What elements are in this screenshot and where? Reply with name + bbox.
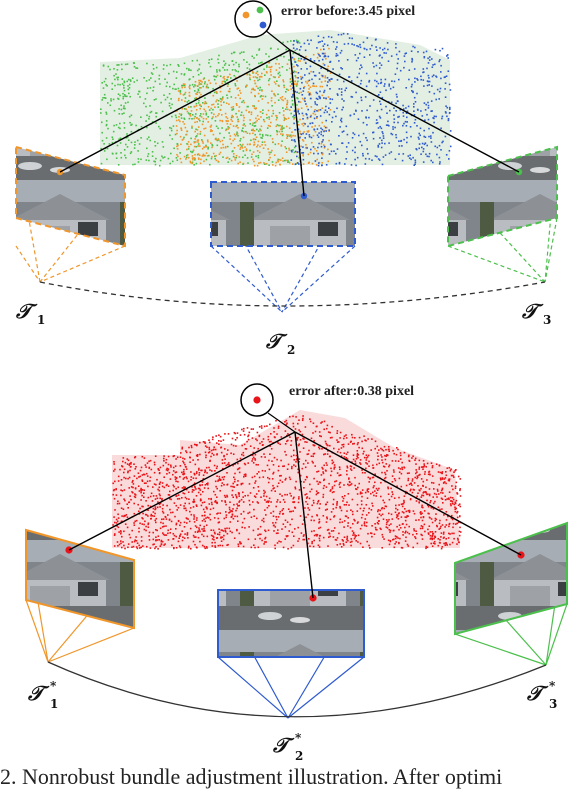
svg-text:𝒯: 𝒯 xyxy=(521,299,544,323)
camera-label-3-before: 𝒯 3 xyxy=(521,299,551,327)
svg-text:𝒯: 𝒯 xyxy=(272,733,295,757)
svg-text:3: 3 xyxy=(543,313,551,327)
point-cloud-before xyxy=(100,30,452,167)
bottom-panel: error after:0.38 pixel 𝒯 * 1 𝒯 * 2 𝒯 * 3 xyxy=(25,383,568,763)
projection-rays-before xyxy=(59,29,520,197)
svg-text:𝒯: 𝒯 xyxy=(526,681,549,705)
camera-label-2-before: 𝒯 2 xyxy=(265,329,295,357)
camera-1-before xyxy=(15,145,126,283)
camera-label-3-after: 𝒯 * 3 xyxy=(526,679,557,711)
top-panel: error before:3.45 pixel 𝒯 1 𝒯 2 𝒯 3 xyxy=(15,0,558,357)
svg-text:𝒯: 𝒯 xyxy=(265,329,288,353)
svg-text:*: * xyxy=(295,731,302,745)
camera-3-image-after xyxy=(455,523,567,634)
camera-3-after xyxy=(454,521,568,666)
camera-2-image xyxy=(211,182,355,246)
camera-2-before xyxy=(210,181,356,313)
error-inset-before xyxy=(234,0,272,38)
svg-text:3: 3 xyxy=(549,697,557,711)
camera-label-1-before: 𝒯 1 xyxy=(15,299,45,327)
svg-text:1: 1 xyxy=(37,313,45,327)
camera-3-image xyxy=(448,147,557,246)
svg-text:*: * xyxy=(549,679,556,693)
point-cloud-after xyxy=(112,410,462,550)
camera-1-after xyxy=(25,528,135,663)
svg-text:2: 2 xyxy=(295,749,303,763)
error-inset-after xyxy=(240,383,274,417)
projection-rays-after xyxy=(68,412,522,599)
camera-2-after xyxy=(217,589,365,719)
error-before-label: error before:3.45 pixel xyxy=(281,4,415,19)
camera-3-before xyxy=(447,145,558,283)
svg-text:2: 2 xyxy=(287,343,295,357)
svg-text:𝒯: 𝒯 xyxy=(15,299,38,323)
trajectory-before xyxy=(39,281,546,307)
camera-label-1-after: 𝒯 * 1 xyxy=(27,679,58,711)
camera-label-2-after: 𝒯 * 2 xyxy=(272,731,303,763)
svg-text:𝒯: 𝒯 xyxy=(27,681,50,705)
svg-text:*: * xyxy=(50,679,57,693)
camera-2-image-after xyxy=(218,590,364,657)
trajectory-after xyxy=(47,661,547,718)
error-after-label: error after:0.38 pixel xyxy=(289,384,414,399)
camera-1-image-after xyxy=(26,530,134,628)
camera-1-image xyxy=(16,147,125,246)
svg-text:1: 1 xyxy=(50,697,58,711)
figure-caption: 2. Nonrobust bundle adjustment illustrat… xyxy=(0,764,503,789)
